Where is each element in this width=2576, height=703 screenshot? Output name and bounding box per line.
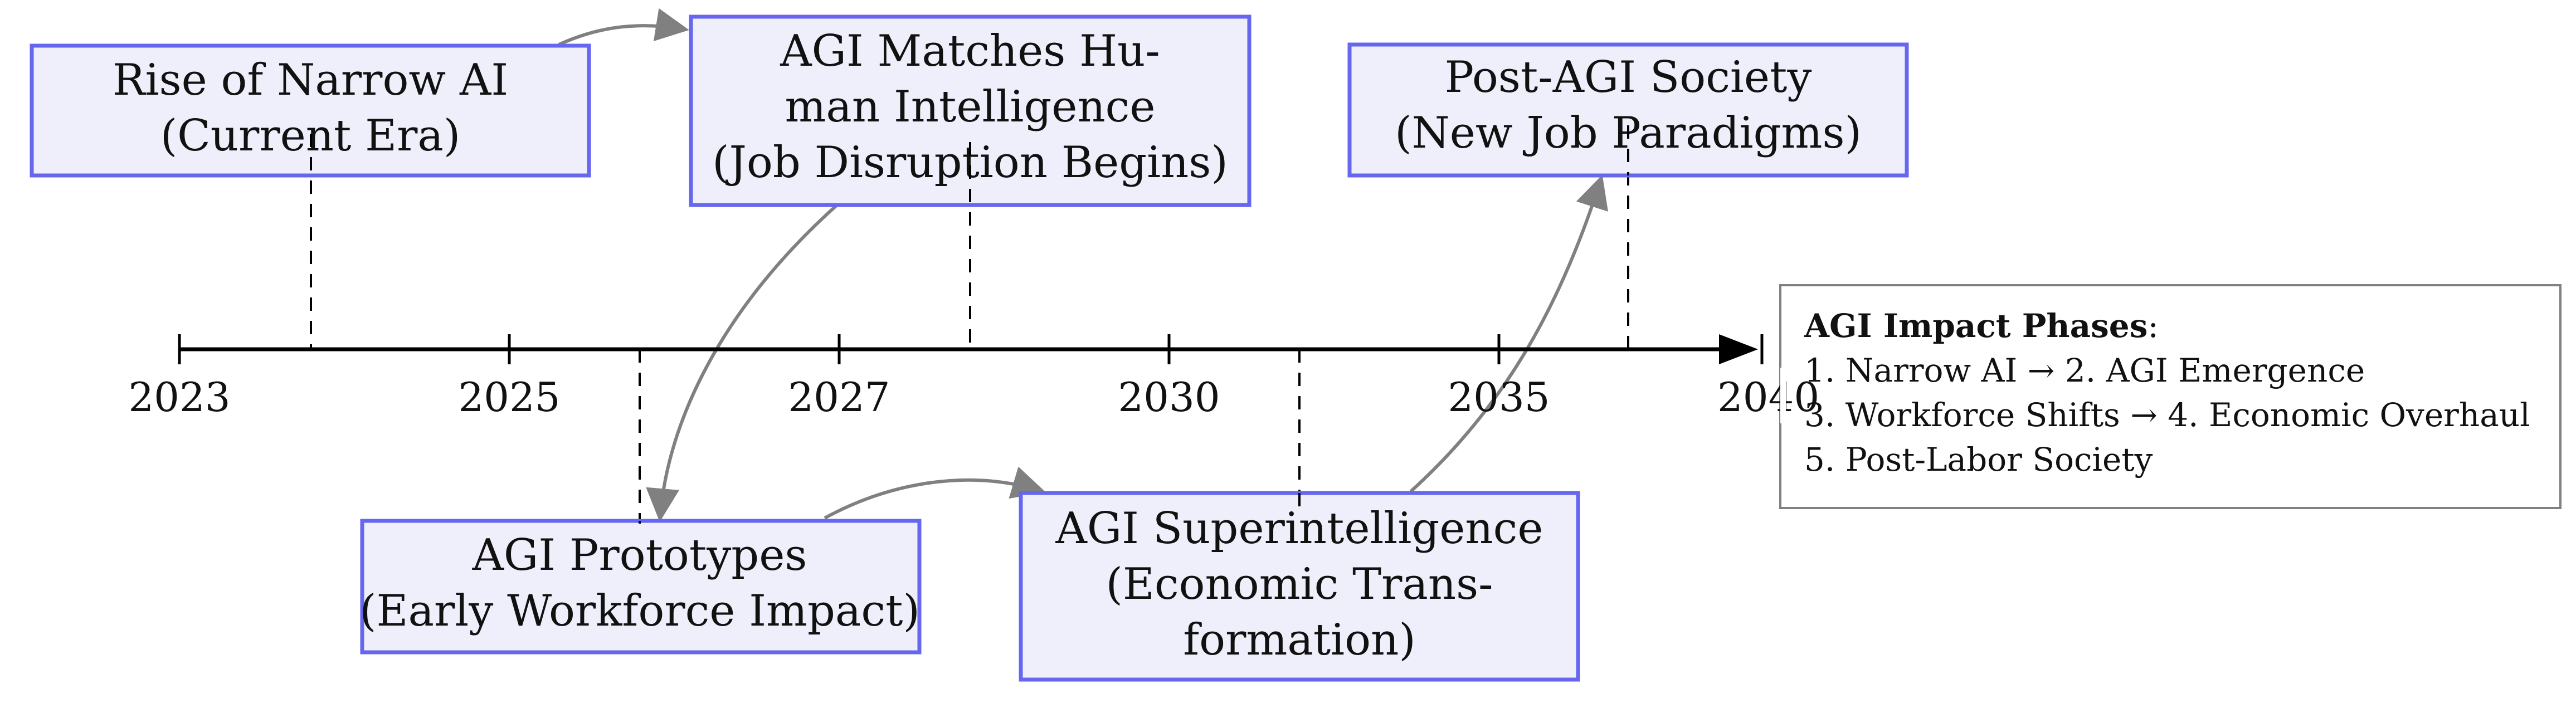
axis-tick-label: 2023	[128, 374, 230, 421]
event-label-line: man Intelligence	[785, 82, 1155, 132]
axis-tick-label: 2035	[1448, 374, 1550, 421]
legend: AGI Impact Phases: 1. Narrow AI → 2. AGI…	[1779, 284, 2562, 509]
legend-title-suffix: :	[2148, 307, 2159, 345]
flow-arrow-3	[824, 466, 1046, 520]
event-label-line: AGI Matches Hu-	[780, 26, 1160, 76]
legend-title-line: AGI Impact Phases:	[1804, 307, 2159, 345]
legend-box	[1779, 284, 2562, 509]
event-label-line: Rise of Narrow AI	[113, 55, 508, 105]
axis-arrowhead-icon	[1719, 334, 1758, 364]
axis-tick-label: 2040	[1717, 374, 1819, 421]
event-box	[1019, 491, 1580, 682]
event-label-line: (Early Workforce Impact)	[359, 586, 920, 636]
event-box-narrow-ai: Rise of Narrow AI (Current Era)	[30, 43, 591, 178]
event-label-line: Post-AGI Society	[1445, 52, 1812, 102]
legend-item: 3. Workforce Shifts → 4. Economic Overha…	[1804, 396, 2530, 434]
event-box	[360, 519, 922, 655]
axis-tick-label: 2030	[1118, 374, 1220, 421]
event-box	[30, 43, 591, 178]
legend-occluder	[1780, 368, 1786, 423]
event-connectors-overlay	[310, 125, 1629, 524]
flow-arrow-1	[558, 8, 689, 46]
axis-tick-label: 2027	[788, 374, 890, 421]
phase-flow-arrows	[558, 8, 1608, 522]
axis-tick-label: 2025	[458, 374, 560, 421]
legend-item: 1. Narrow AI → 2. AGI Emergence	[1804, 352, 2365, 389]
event-label-line: (Economic Trans-	[1106, 559, 1493, 609]
event-box-agi-prototypes: AGI Prototypes (Early Workforce Impact)	[359, 519, 922, 655]
timeline-axis: 2023 2025 2027 2030 2035	[128, 334, 1764, 421]
event-box-agi-superintelligence: AGI Superintelligence (Economic Trans- f…	[1019, 491, 1580, 682]
event-label-line: formation)	[1183, 615, 1416, 665]
flow-arrow-4	[1409, 174, 1608, 493]
flow-arrow-2	[646, 204, 837, 522]
legend-title: AGI Impact Phases	[1804, 307, 2148, 345]
event-label-line: AGI Superintelligence	[1055, 504, 1543, 554]
legend-item: 5. Post-Labor Society	[1804, 441, 2153, 479]
event-label-line: AGI Prototypes	[472, 530, 807, 580]
